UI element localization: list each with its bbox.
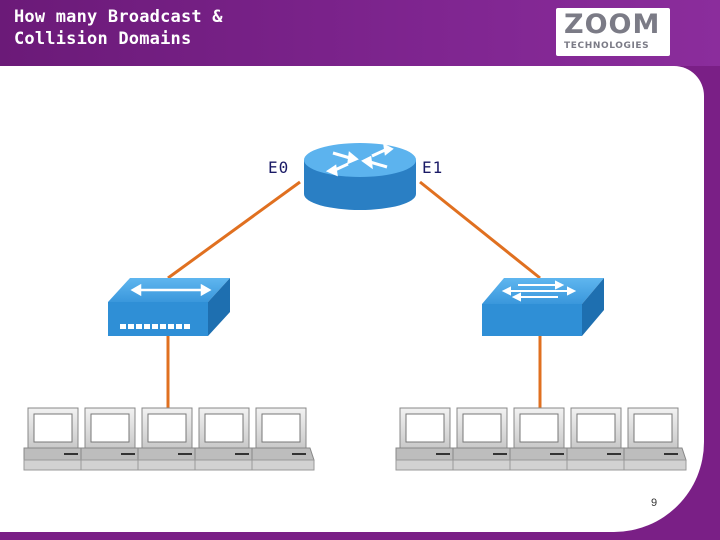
pc-icon — [623, 407, 687, 471]
pc-icon — [80, 407, 144, 471]
slide-header: How many Broadcast & Collision Domains Z… — [0, 0, 720, 66]
slide-title: How many Broadcast & Collision Domains — [14, 6, 223, 50]
router-icon — [304, 143, 416, 210]
pc-icon — [452, 407, 516, 471]
left-pc-group — [23, 407, 315, 471]
pc-icon — [194, 407, 258, 471]
pc-icon — [137, 407, 201, 471]
switch-icon — [482, 278, 604, 336]
title-line-2: Collision Domains — [14, 29, 192, 49]
page-number: 9 — [651, 497, 658, 509]
pc-icon — [395, 407, 459, 471]
pc-icon — [251, 407, 315, 471]
pc-icon — [566, 407, 630, 471]
link-router-hub — [167, 180, 301, 280]
pc-icon — [23, 407, 87, 471]
hub-icon — [108, 278, 230, 336]
title-line-1: How many Broadcast & — [14, 7, 223, 27]
logo-main-text: ZOOM — [564, 9, 661, 40]
zoom-technologies-logo: ZOOM TECHNOLOGIES — [556, 8, 670, 56]
link-router-switch — [419, 180, 541, 280]
pc-icon — [509, 407, 573, 471]
logo-sub-text: TECHNOLOGIES — [564, 41, 650, 51]
port-label-e1: E1 — [422, 158, 444, 177]
right-pc-group — [395, 407, 687, 471]
links — [166, 180, 542, 410]
port-label-e0: E0 — [268, 158, 290, 177]
